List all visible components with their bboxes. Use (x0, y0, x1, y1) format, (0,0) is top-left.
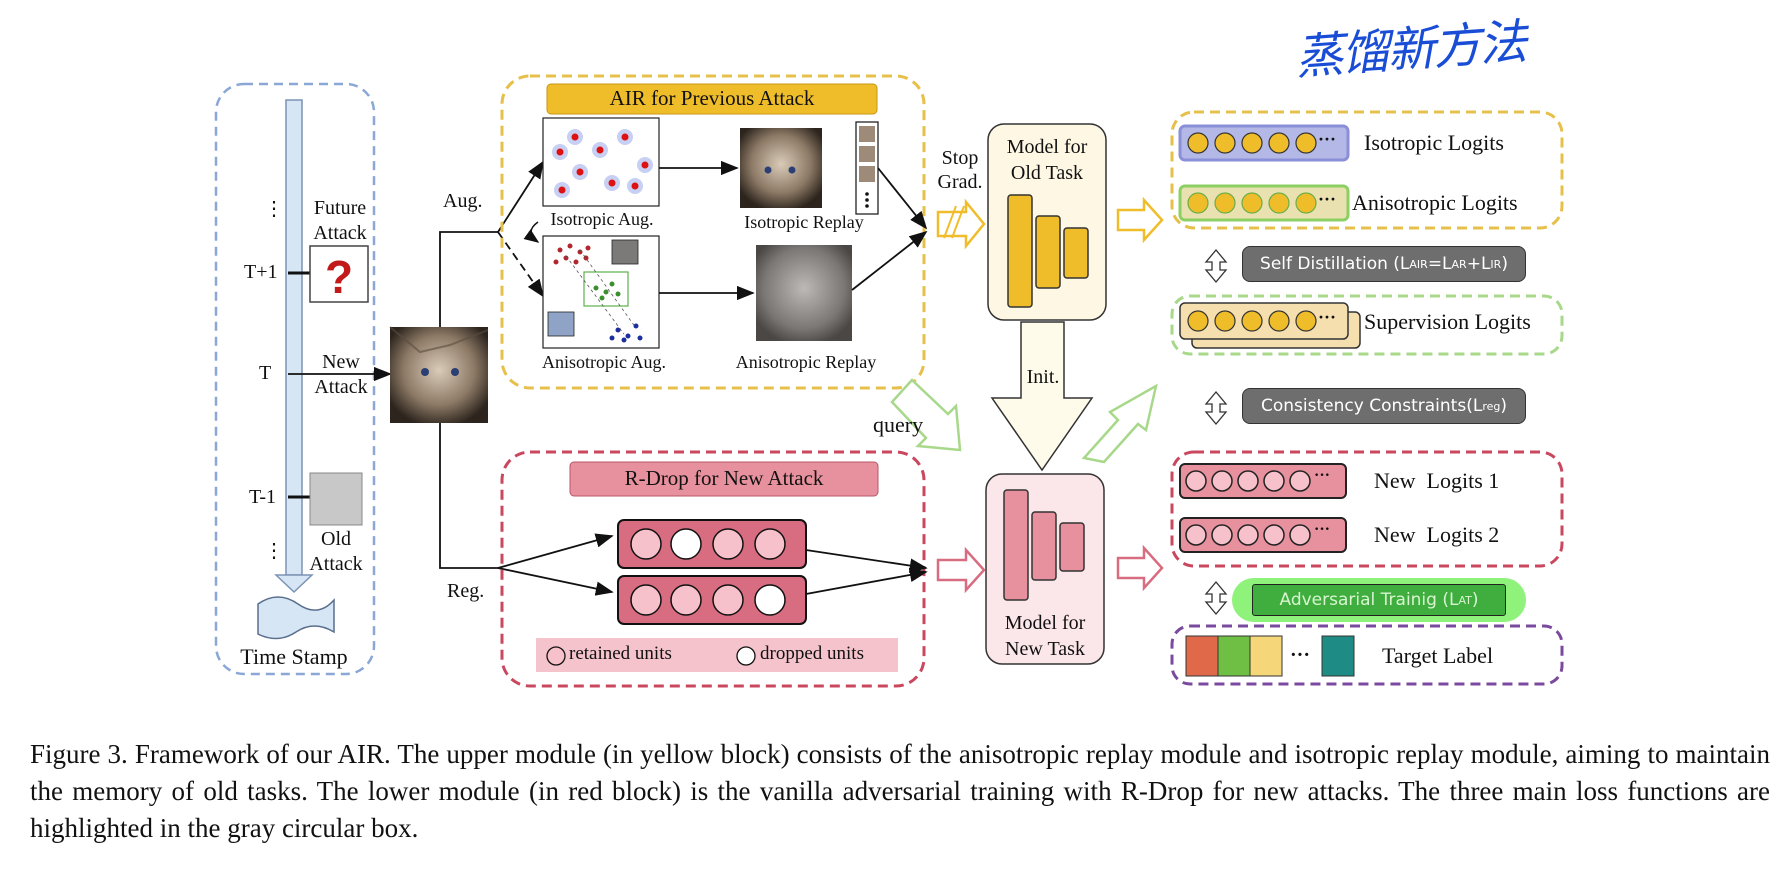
rdrop-to-model-arrow (936, 546, 986, 594)
rdrop-layer-1 (617, 519, 807, 569)
stop-grad-arrow (936, 198, 986, 250)
time-arrow-head (274, 574, 314, 594)
supervision-block (1170, 294, 1564, 356)
rdrop-layer-2 (617, 575, 807, 625)
stop-grad-label: Stop Grad. (937, 147, 983, 193)
consistency-sub: reg (1482, 399, 1501, 413)
future-attack-label: Future Attack (313, 197, 367, 244)
self-distillation-eq: =L (1427, 254, 1452, 274)
timeline-dots-top: ⋮ (264, 198, 284, 220)
rdrop-title-bar (569, 461, 879, 497)
supervision-arrow (1081, 383, 1158, 464)
figure-caption: Figure 3. Framework of our AIR. The uppe… (30, 739, 1770, 843)
aug-label: Aug. (443, 190, 483, 212)
old-attack-image (309, 472, 363, 526)
timeline-label-t-minus-1: T-1 (249, 486, 277, 508)
timeline-label-t: T (259, 362, 272, 384)
adversarial-sub: AT (1458, 593, 1472, 607)
old-logits-block (1170, 110, 1564, 230)
question-mark-icon: ? (325, 251, 353, 303)
consistency-text: Consistency Constraints(L (1261, 396, 1483, 416)
rdrop-title: R-Drop for New Attack (624, 466, 824, 490)
target-cell-1 (1185, 635, 1219, 677)
dropped-units-label: dropped units (760, 643, 864, 664)
target-cell-2 (1217, 635, 1251, 677)
unit-legend (536, 638, 898, 672)
framework-diagram: ? (214, 74, 1564, 688)
self-distillation-plus: +L (1466, 254, 1491, 274)
new-attack-label: New Attack (314, 351, 368, 398)
self-distillation-sub-ir: IR (1490, 257, 1502, 271)
target-label-text: Target Label (1382, 643, 1494, 668)
branch-connector (439, 231, 498, 327)
old-attack-label: Old Attack (309, 528, 363, 575)
timeline-label-t-plus-1: T+1 (244, 261, 278, 283)
anisotropic-clusters (547, 239, 643, 343)
target-label-block (1170, 624, 1564, 686)
anisotropic-replay-label: Anisotropic Replay (735, 352, 877, 372)
reg-label: Reg. (447, 580, 485, 602)
new-logits-arrow (1116, 544, 1164, 592)
isotropic-points (552, 129, 653, 198)
isotropic-logits-ellipsis: ··· (1318, 129, 1337, 149)
new-logits-1-ellipsis: ··· (1314, 467, 1331, 484)
isotropic-logits-label: Isotropic Logits (1364, 130, 1504, 155)
query-label: query (873, 412, 924, 437)
new-logits-2-label: New Logits 2 (1374, 522, 1500, 547)
target-cell-3 (1249, 635, 1283, 677)
new-logits-1-label: New Logits 1 (1374, 468, 1500, 493)
retained-units-label: retained units (569, 643, 672, 664)
new-logits-block (1170, 450, 1564, 568)
time-arrow-shaft (285, 99, 303, 576)
air-title: AIR for Previous Attack (609, 86, 815, 110)
self-distillation-end: ) (1501, 254, 1508, 274)
new-logits-2-ellipsis: ··· (1314, 521, 1331, 538)
supervision-logits-ellipsis: ··· (1318, 307, 1337, 327)
init-arrow (990, 321, 1094, 472)
old-logits-arrow (1116, 196, 1164, 244)
adversarial-end: ) (1471, 590, 1479, 610)
consistency-end: ) (1500, 396, 1507, 416)
anisotropic-replay-image (756, 245, 852, 341)
future-attack-box (309, 245, 369, 303)
anisotropic-logits-ellipsis: ··· (1318, 189, 1337, 209)
self-distillation-sub-air: AIR (1409, 257, 1428, 271)
self-distillation-text: Self Distillation (L (1260, 254, 1410, 274)
old-model-label: Model for Old Task (1006, 136, 1088, 184)
time-stamp-icon (257, 596, 335, 640)
timeline-dots-bottom: ⋮ (264, 540, 284, 562)
query-arrow (890, 378, 962, 452)
air-title-bar (546, 83, 878, 115)
anisotropic-aug-label: Anisotropic Aug. (542, 352, 666, 372)
anisotropic-logits-label: Anisotropic Logits (1352, 190, 1518, 215)
self-distillation-sub-ar: AR (1451, 257, 1467, 271)
input-image (390, 327, 488, 423)
isotropic-aug-label: Isotropic Aug. (550, 209, 654, 229)
target-ellipsis: ··· (1290, 644, 1311, 666)
adversarial-text: Adversarial Trainig (L (1279, 590, 1459, 610)
time-stamp-label: Time Stamp (240, 644, 348, 669)
isotropic-replay-label: Isotropic Replay (744, 212, 864, 232)
supervision-logits-label: Supervision Logits (1364, 309, 1531, 334)
target-cell-n (1321, 635, 1355, 677)
new-model-label: Model for New Task (1004, 612, 1086, 660)
init-label: Init. (1026, 366, 1060, 388)
isotropic-replay-image (740, 128, 822, 208)
double-arrow-icon (1204, 248, 1228, 616)
